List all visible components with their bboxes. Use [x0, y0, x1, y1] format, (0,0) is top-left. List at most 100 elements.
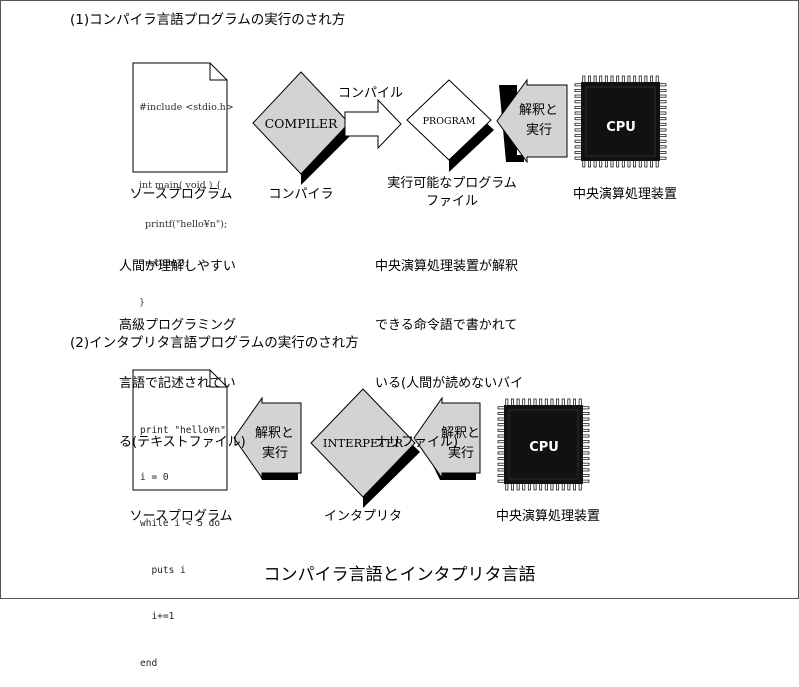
cpu-pin — [658, 128, 667, 132]
cpu-pin — [550, 482, 554, 491]
interpreter-diamond — [310, 388, 420, 508]
cpu-pin — [655, 159, 659, 168]
cpu-pin — [633, 159, 637, 168]
cpu-inner-outline — [585, 86, 656, 157]
cpu-pin — [599, 159, 603, 168]
cpu-pin — [616, 159, 620, 168]
description-line: ナリファイル) — [375, 434, 459, 450]
code-line: return 0; — [139, 258, 189, 269]
footer-title: コンパイラ言語とインタプリタ言語 — [263, 565, 536, 585]
cpu-pin — [574, 156, 583, 160]
cpu-pin — [574, 89, 583, 92]
cpu-pin — [588, 75, 591, 84]
cpu-pin — [511, 482, 514, 491]
cpu-pin — [505, 482, 509, 491]
cpu-pin — [658, 105, 667, 109]
cpu-body — [504, 405, 583, 484]
description-line: 言語で記述されてい — [119, 376, 236, 391]
cpu-pin — [621, 159, 625, 168]
interpret-arrow-1 — [496, 78, 568, 164]
code-line: i = 0 — [140, 471, 169, 483]
cpu-pin — [581, 462, 590, 466]
cpu-pin — [539, 482, 543, 491]
cpu-pin — [582, 75, 586, 84]
cpu-pin — [574, 139, 583, 143]
cpu-pin — [581, 468, 590, 472]
caption-cpu-2: 中央演算処理装置 — [495, 509, 600, 524]
cpu-pin — [588, 159, 591, 168]
cpu-label-1: CPU — [606, 120, 636, 135]
code-line: printf("hello¥n"); — [139, 219, 228, 230]
cpu-pin — [574, 83, 583, 87]
interpret-arrow-2 — [233, 396, 302, 480]
cpu-pin — [578, 398, 582, 407]
cpu-pin — [633, 75, 637, 84]
cpu-pin — [573, 398, 576, 407]
cpu-pin — [582, 159, 586, 168]
description-line: 高級プログラミング — [119, 317, 237, 333]
cpu-pin — [658, 117, 667, 121]
cpu-pin — [638, 75, 642, 84]
cpu-pin — [574, 128, 583, 132]
cpu-pin — [561, 398, 565, 407]
cpu-pin — [650, 159, 653, 168]
interpret-arrow-3 — [413, 396, 481, 480]
caption-source-1: ソースプログラム — [129, 187, 233, 202]
cpu-pin — [658, 94, 667, 98]
caption-source-2: ソースプログラム — [129, 509, 233, 524]
section2-heading: (2)インタプリタ言語プログラムの実行のされ方 — [70, 335, 359, 351]
compiler-label: COMPILER — [265, 116, 338, 131]
source-document-2 — [132, 369, 228, 491]
code-line: } — [139, 297, 146, 308]
cpu-pin — [658, 83, 667, 87]
caption-interpreter: インタプリタ — [323, 509, 402, 524]
cpu-pin — [581, 474, 590, 477]
cpu-pin — [522, 482, 526, 491]
compile-arrow — [344, 98, 402, 150]
cpu-pin — [574, 100, 583, 104]
program-diamond — [406, 79, 494, 172]
code-line: #include <stdio.h> — [139, 102, 234, 113]
cpu-pin — [544, 482, 548, 491]
cpu-pin — [544, 398, 548, 407]
interpret-arrow-1-label-line2: 実行 — [526, 123, 553, 138]
caption-compiler: コンパイラ — [268, 187, 334, 202]
source-document-1 — [132, 62, 228, 173]
interpret-arrow-2-label-line2: 実行 — [262, 446, 289, 461]
cpu-pin — [658, 156, 667, 160]
source-code-2: print "hello¥n" i = 0 while i < 5 do put… — [140, 392, 226, 687]
caption-executable-line2: ファイル — [425, 194, 478, 209]
cpu-pin — [627, 159, 631, 168]
section1-heading: (1)コンパイラ言語プログラムの実行のされ方 — [70, 12, 346, 28]
cpu-pin — [658, 89, 667, 92]
cpu-pin — [574, 151, 583, 154]
interpret-arrow-2-label-line1: 解釈と — [255, 426, 295, 441]
cpu-pin — [581, 440, 590, 444]
cpu-pin — [638, 159, 642, 168]
cpu-chip-2 — [497, 398, 590, 491]
cpu-pin — [581, 406, 590, 410]
interpret-arrow-3-label-line2: 実行 — [448, 446, 475, 461]
cpu-pin — [556, 482, 560, 491]
cpu-pin — [527, 482, 531, 491]
caption-executable-line1: 実行可能なプログラム — [387, 176, 517, 191]
description-source: 人間が理解しやすい 高級プログラミング 言語で記述されてい る(テキストファイル… — [119, 218, 246, 472]
cpu-pin — [581, 479, 590, 483]
cpu-pin — [658, 134, 667, 138]
caption-cpu-1: 中央演算処理装置 — [572, 187, 677, 202]
cpu-pin — [574, 111, 583, 115]
code-line: puts i — [140, 564, 186, 576]
cpu-pin — [574, 117, 583, 121]
cpu-pin — [573, 482, 576, 491]
cpu-pin — [567, 482, 571, 491]
cpu-pin — [516, 482, 520, 491]
cpu-inner-outline — [508, 409, 579, 480]
description-line: る(テキストファイル) — [119, 434, 246, 450]
cpu-pin — [574, 145, 583, 149]
cpu-pin — [621, 75, 625, 84]
compile-arrow-label: コンパイル — [338, 86, 404, 101]
code-line — [139, 140, 234, 153]
cpu-pin — [616, 75, 620, 84]
cpu-pin — [658, 151, 667, 154]
